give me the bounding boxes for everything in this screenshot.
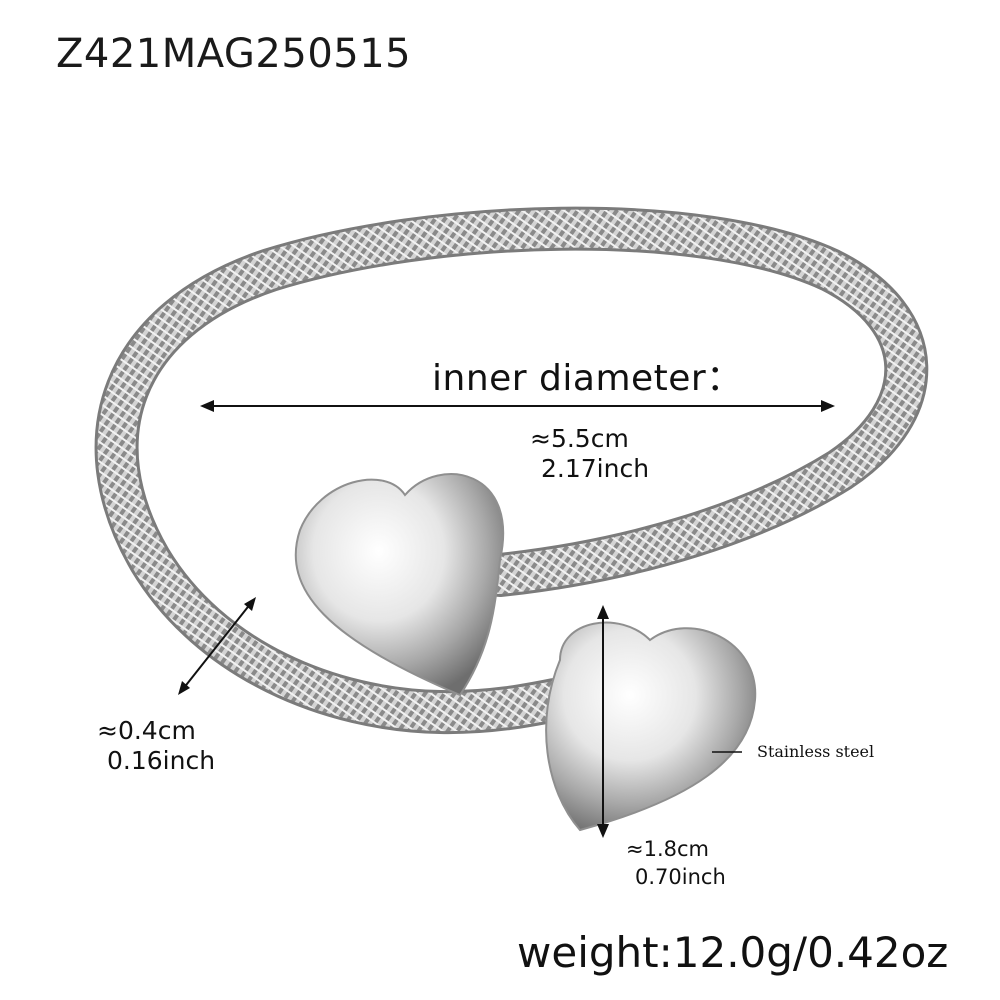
heart-height-cm: ≈1.8cm [626, 837, 709, 861]
wire-thickness-inch: 0.16inch [107, 746, 216, 775]
inner-diameter-label: inner diameter： [432, 358, 743, 399]
heart-charm-right [545, 621, 757, 832]
inner-diameter-arrow [200, 400, 835, 412]
heart-charm-left [294, 473, 505, 697]
product-sku: Z421MAG250515 [56, 31, 412, 77]
bangle-wire [94, 206, 929, 735]
material-label: Stainless steel [757, 742, 875, 761]
heart-height-arrow [597, 605, 609, 838]
wire-thickness-cm: ≈0.4cm [97, 716, 196, 745]
weight-label: weight:12.0g/0.42oz [517, 928, 949, 977]
inner-diameter-cm: ≈5.5cm [530, 424, 629, 453]
wire-thickness-arrow [178, 597, 256, 695]
heart-height-inch: 0.70inch [635, 865, 726, 889]
inner-diameter-inch: 2.17inch [541, 454, 650, 483]
